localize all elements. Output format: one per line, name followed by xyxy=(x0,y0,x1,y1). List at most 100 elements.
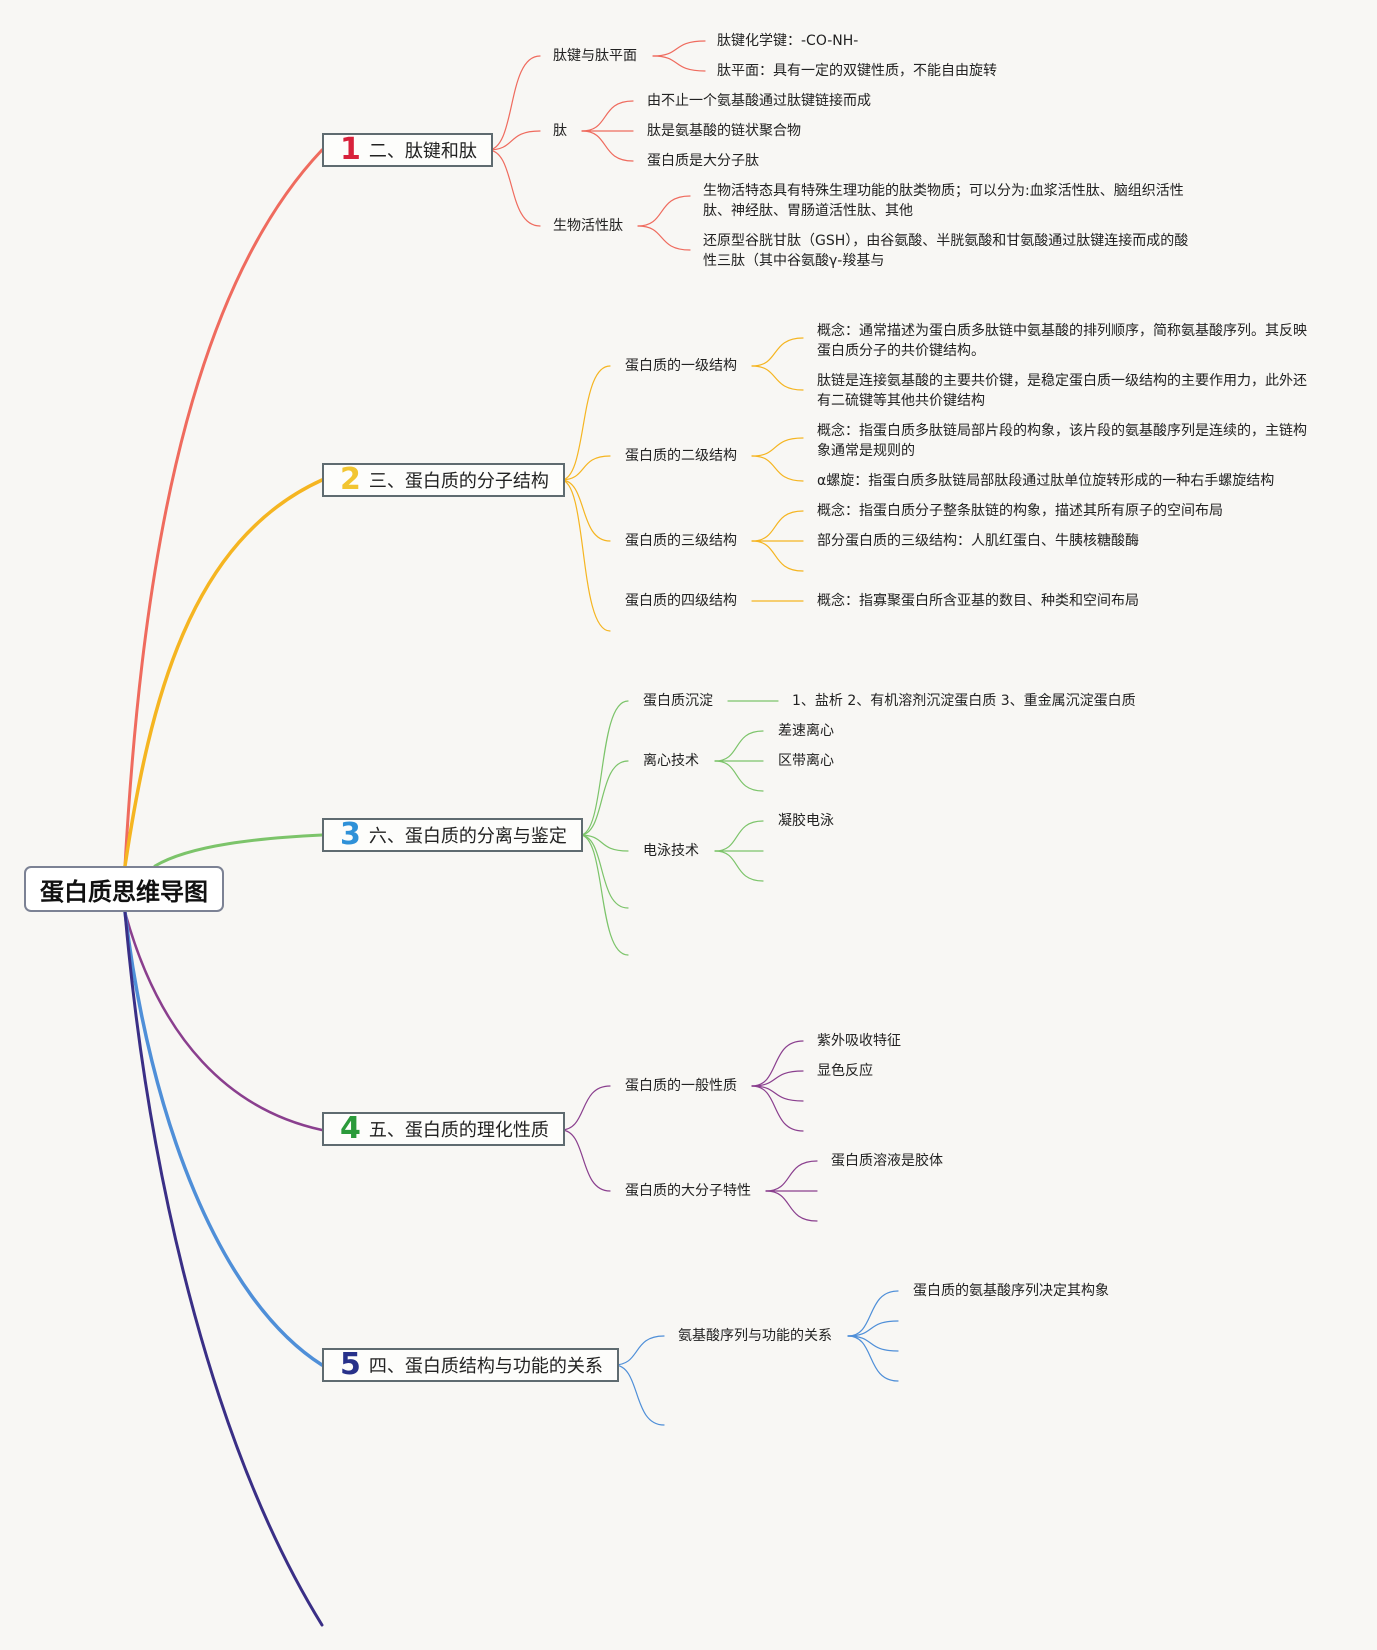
leaf-node[interactable]: 还原型谷胱甘肽（GSH），由谷氨酸、半胱氨酸和甘氨酸通过肽键连接而成的酸性三肽（… xyxy=(703,233,1189,269)
subtopic-secondary-structure[interactable]: 蛋白质的二级结构 xyxy=(625,448,737,464)
branch-node-separation[interactable]: 3 六、蛋白质的分离与鉴定 xyxy=(322,818,583,852)
subtopic-macromolecular-properties[interactable]: 蛋白质的大分子特性 xyxy=(625,1183,751,1199)
subtopic-tertiary-structure[interactable]: 蛋白质的三级结构 xyxy=(625,533,737,549)
subtopic-precipitation[interactable]: 蛋白质沉淀 xyxy=(643,693,713,709)
root-connector-2 xyxy=(123,478,324,868)
branch3-connector xyxy=(579,834,629,852)
subtopic-electrophoresis[interactable]: 电泳技术 xyxy=(643,843,699,859)
root-node[interactable]: 蛋白质思维导图 xyxy=(24,866,224,912)
sub-connector xyxy=(751,455,804,482)
branch3-connector xyxy=(579,834,629,909)
sub-connector xyxy=(714,820,764,852)
leaf-node[interactable]: α螺旋：指蛋白质多肽链局部肽段通过肽单位旋转形成的一种右手螺旋结构 xyxy=(817,473,1275,489)
sub-connector xyxy=(637,195,691,227)
leaf-node[interactable]: 差速离心 xyxy=(778,723,834,739)
branch-number: 5 xyxy=(340,1347,361,1382)
root-connector-3 xyxy=(153,833,324,868)
leaf-node[interactable]: 生物活特态具有特殊生理功能的肽类物质；可以分为:血浆活性肽、脑组织活性肽、神经肽… xyxy=(703,183,1184,219)
sub-connector xyxy=(751,1085,804,1102)
leaf-node[interactable]: 1、盐析 2、有机溶剂沉淀蛋白质 3、重金属沉淀蛋白质 xyxy=(792,693,1136,709)
leaf-node[interactable]: 部分蛋白质的三级结构：人肌红蛋白、牛胰核糖酸酶 xyxy=(817,533,1139,549)
root-connector-1 xyxy=(123,148,324,868)
branch2-connector xyxy=(560,479,611,542)
branch-label: 二、肽键和肽 xyxy=(368,141,477,162)
sub-connector xyxy=(652,55,706,72)
subtopic-centrifugation[interactable]: 离心技术 xyxy=(643,753,699,769)
sub-connector xyxy=(714,730,764,762)
sub-connector xyxy=(751,365,804,391)
branch-label: 三、蛋白质的分子结构 xyxy=(368,471,549,492)
leaf-node[interactable]: 凝胶电泳 xyxy=(778,813,834,829)
sub-connector xyxy=(751,540,804,572)
branch4-connector xyxy=(560,1129,611,1192)
branch-label: 四、蛋白质结构与功能的关系 xyxy=(368,1356,603,1377)
sub-connector xyxy=(581,100,634,132)
branch1-connector xyxy=(487,149,541,227)
leaf-node[interactable]: 显色反应 xyxy=(817,1063,873,1079)
sub-connector xyxy=(581,130,634,162)
leaf-node[interactable]: 蛋白质溶液是胶体 xyxy=(831,1153,943,1169)
branch-number: 4 xyxy=(340,1111,361,1146)
branch-number: 1 xyxy=(340,132,361,167)
root-connector-4 xyxy=(123,910,324,1132)
branch3-connector xyxy=(579,834,629,956)
branch5-connector xyxy=(613,1335,665,1366)
leaf-node[interactable]: 紫外吸收特征 xyxy=(817,1033,901,1049)
branch3-connector xyxy=(579,700,629,836)
sub-connector xyxy=(751,1040,804,1087)
leaf-node[interactable]: 区带离心 xyxy=(778,753,834,769)
branch-label: 五、蛋白质的理化性质 xyxy=(368,1120,549,1141)
branch2-connector xyxy=(560,455,611,481)
branch-label: 六、蛋白质的分离与鉴定 xyxy=(368,826,567,847)
leaf-node[interactable]: 肽链是连接氨基酸的主要共价键，是稳定蛋白质一级结构的主要作用力，此外还有二硫键等… xyxy=(817,373,1307,409)
leaf-node[interactable]: 概念：指寡聚蛋白所含亚基的数目、种类和空间布局 xyxy=(817,593,1139,609)
branch-number: 2 xyxy=(340,462,361,497)
sub-connector xyxy=(652,40,706,57)
sub-connector xyxy=(637,225,691,251)
leaf-node[interactable]: 概念：指蛋白质分子整条肽链的构象，描述其所有原子的空间布局 xyxy=(817,503,1223,519)
sub-connector xyxy=(751,510,804,542)
sub-connector xyxy=(751,337,804,367)
leaf-node[interactable]: 由不止一个氨基酸通过肽键链接而成 xyxy=(647,93,871,109)
branch3-connector xyxy=(579,760,629,836)
leaf-node[interactable]: 肽是氨基酸的链状聚合物 xyxy=(647,123,801,139)
sub-connector xyxy=(847,1290,899,1337)
branch-node-structure-function[interactable]: 5 四、蛋白质结构与功能的关系 xyxy=(322,1348,619,1382)
sub-connector xyxy=(847,1335,899,1352)
subtopic-general-properties[interactable]: 蛋白质的一般性质 xyxy=(625,1078,737,1094)
sub-connector xyxy=(765,1160,818,1192)
branch4-connector xyxy=(560,1085,611,1131)
branch1-connector xyxy=(487,130,541,151)
sub-connector xyxy=(765,1190,818,1222)
sub-connector xyxy=(847,1335,899,1382)
leaf-node[interactable]: 概念：指蛋白质多肽链局部片段的构象，该片段的氨基酸序列是连续的，主链构象通常是规… xyxy=(817,423,1307,459)
sub-connector xyxy=(751,437,804,457)
subtopic-peptide-bond-plane[interactable]: 肽键与肽平面 xyxy=(553,48,637,64)
subtopic-peptide[interactable]: 肽 xyxy=(553,123,567,139)
branch1-connector xyxy=(487,55,541,151)
subtopic-bioactive-peptide[interactable]: 生物活性肽 xyxy=(553,218,623,234)
sub-connector xyxy=(751,1085,804,1132)
subtopic-sequence-function[interactable]: 氨基酸序列与功能的关系 xyxy=(678,1328,832,1344)
leaf-node[interactable]: 肽平面：具有一定的双键性质，不能自由旋转 xyxy=(717,63,997,79)
branch2-connector xyxy=(560,479,611,632)
leaf-node[interactable]: 蛋白质是大分子肽 xyxy=(647,153,759,169)
branch-number: 3 xyxy=(340,817,361,852)
subtopic-primary-structure[interactable]: 蛋白质的一级结构 xyxy=(625,358,737,374)
sub-connector xyxy=(751,1070,804,1087)
leaf-node[interactable]: 蛋白质的氨基酸序列决定其构象 xyxy=(913,1283,1109,1299)
root-connector-6 xyxy=(123,910,324,1627)
leaf-node[interactable]: 肽键化学键：-CO-NH- xyxy=(717,33,859,49)
root-connector-5 xyxy=(123,910,324,1367)
branch2-connector xyxy=(560,365,611,481)
leaf-node[interactable]: 概念：通常描述为蛋白质多肽链中氨基酸的排列顺序，简称氨基酸序列。其反映蛋白质分子… xyxy=(817,323,1307,359)
sub-connector xyxy=(714,760,764,792)
branch-node-molecular-structure[interactable]: 2 三、蛋白质的分子结构 xyxy=(322,463,565,497)
subtopic-quaternary-structure[interactable]: 蛋白质的四级结构 xyxy=(625,593,737,609)
branch5-connector xyxy=(613,1364,665,1426)
branch-node-peptide-bond[interactable]: 1 二、肽键和肽 xyxy=(322,133,493,167)
branch-node-physicochemical[interactable]: 4 五、蛋白质的理化性质 xyxy=(322,1112,565,1146)
sub-connector xyxy=(847,1320,899,1337)
